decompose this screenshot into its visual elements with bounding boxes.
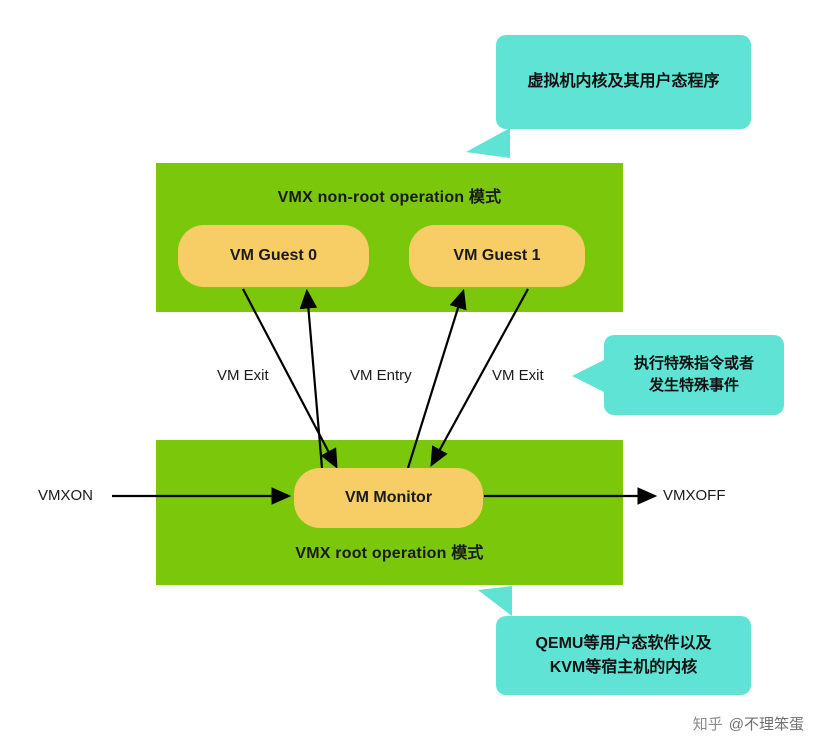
callout-bottom-tail [478, 586, 512, 616]
callout-right-line1: 执行特殊指令或者 [633, 354, 754, 372]
label-vmxoff: VMXOFF [663, 487, 726, 504]
zhihu-logo-icon: 知乎 [692, 716, 723, 733]
vmx-root-title: VMX root operation 模式 [295, 545, 484, 562]
vm-monitor-box: VM Monitor [294, 468, 483, 528]
vm-monitor-label: VM Monitor [344, 489, 433, 506]
arrow-vm-exit-left [242, 288, 338, 469]
vm-guest-1-box: VM Guest 1 [409, 225, 585, 287]
watermark-author: @不理笨蛋 [728, 716, 804, 733]
callout-right: 执行特殊指令或者 发生特殊事件 [604, 335, 784, 415]
arrow-vm-entry-guest0 [299, 288, 324, 469]
arrow-vm-exit-right [430, 288, 529, 467]
vm-guest-0-label: VM Guest 0 [229, 247, 318, 264]
callout-right-tail [572, 360, 604, 392]
vmx-non-root-title: VMX non-root operation 模式 [277, 189, 502, 206]
vm-guest-0-box: VM Guest 0 [178, 225, 369, 287]
label-vmxon: VMXON [38, 487, 94, 504]
callout-bottom-line2: KVM等宿主机的内核 [549, 658, 698, 676]
callout-right-line2: 发生特殊事件 [648, 377, 739, 394]
label-vm-entry: VM Entry [350, 367, 412, 384]
watermark: 知乎 @不理笨蛋 [693, 713, 804, 734]
label-vm-exit-left: VM Exit [217, 367, 269, 384]
callout-right-text: 执行特殊指令或者 发生特殊事件 [624, 353, 764, 398]
callout-top-tail [466, 128, 510, 158]
label-vm-exit-right: VM Exit [492, 367, 544, 384]
callout-bottom-text: QEMU等用户态软件以及 KVM等宿主机的内核 [525, 632, 721, 680]
arrow-vm-entry-guest1 [406, 288, 467, 469]
callout-bottom-line1: QEMU等用户态软件以及 [535, 634, 712, 652]
vm-guest-1-label: VM Guest 1 [453, 247, 541, 264]
callout-top-text: 虚拟机内核及其用户态程序 [527, 73, 720, 90]
callout-bottom: QEMU等用户态软件以及 KVM等宿主机的内核 [496, 616, 751, 695]
callout-top: 虚拟机内核及其用户态程序 [496, 35, 751, 129]
